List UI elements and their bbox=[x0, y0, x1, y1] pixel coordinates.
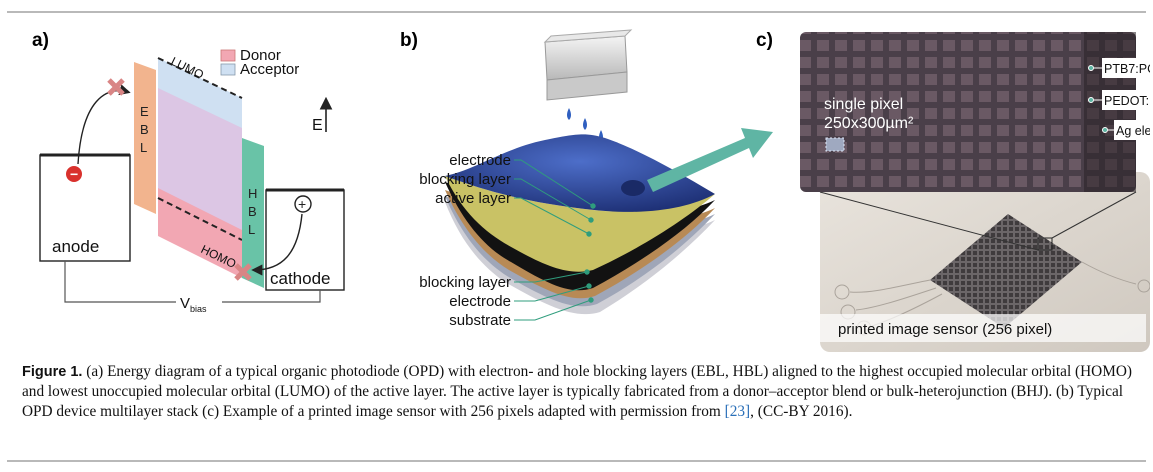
vbias-label-bg bbox=[176, 292, 222, 314]
anode-label: anode bbox=[52, 237, 99, 256]
zoom-line-left bbox=[819, 191, 1039, 251]
material-callout-lines bbox=[1088, 65, 1114, 133]
sensor-traces bbox=[834, 261, 1150, 336]
panel-c-label: c) bbox=[756, 30, 773, 51]
label-active-layer: active layer bbox=[435, 190, 511, 207]
electron-minus: − bbox=[70, 166, 78, 182]
inkjet-printhead bbox=[543, 29, 633, 101]
hbl-layer bbox=[242, 138, 264, 288]
donor-region bbox=[158, 188, 242, 278]
figure-frame bbox=[7, 11, 1146, 462]
ebl-layer bbox=[134, 62, 156, 214]
top-blocking-layer bbox=[445, 176, 715, 272]
printed-sensor-array bbox=[930, 214, 1082, 328]
material-ag-label: Ag electrode bbox=[1116, 124, 1150, 138]
dome-highlight bbox=[621, 180, 645, 196]
material-labels bbox=[1102, 58, 1150, 140]
ebl-letter-b: B bbox=[140, 122, 149, 137]
caption-text: (a) Energy diagram of a typical organic … bbox=[22, 363, 1132, 420]
hole-plus: + bbox=[298, 196, 306, 212]
zoom-source-box bbox=[1037, 237, 1053, 251]
legend-donor-swatch bbox=[220, 49, 236, 62]
panel-a-energy-diagram: Donor Acceptor LUMO HOMO E B L H B L E a… bbox=[39, 47, 345, 314]
ebl-block-cross bbox=[107, 78, 125, 96]
panel-c-image-sensor: single pixel 250x300µm² PTB7:PC70BM PEDO… bbox=[800, 32, 1150, 352]
caption-tail: , (CC-BY 2016). bbox=[750, 403, 853, 420]
caption-lead: Figure 1. bbox=[22, 364, 83, 380]
cathode-label: cathode bbox=[270, 269, 331, 288]
single-pixel-label: single pixel bbox=[824, 96, 903, 113]
vbias-label: Vbias bbox=[180, 295, 207, 314]
label-substrate: substrate bbox=[449, 312, 511, 329]
label-top-blocking: blocking layer bbox=[419, 171, 511, 188]
energy-label: E bbox=[312, 117, 323, 134]
electron-symbol bbox=[66, 166, 82, 182]
single-pixel-marker bbox=[825, 137, 845, 152]
panel-b-device-stack: electrode blocking layer active layer bl… bbox=[419, 29, 773, 329]
material-ptb7-label: PTB7:PC70BM bbox=[1104, 62, 1150, 78]
label-bottom-electrode: electrode bbox=[449, 293, 511, 310]
sensor-caption: printed image sensor (256 pixel) bbox=[838, 321, 1052, 338]
legend-donor-label: Donor bbox=[240, 47, 281, 64]
electrode-strip bbox=[1084, 32, 1136, 192]
ebl-letter-l: L bbox=[140, 140, 147, 155]
figure-caption: Figure 1. (a) Energy diagram of a typica… bbox=[22, 362, 1132, 422]
hbl-block-cross bbox=[234, 263, 252, 281]
legend-acceptor-swatch bbox=[220, 63, 236, 76]
lumo-line bbox=[157, 57, 243, 99]
electron-arrow bbox=[77, 84, 131, 165]
zoom-arrow bbox=[647, 128, 773, 192]
magnified-pixel-grid bbox=[800, 32, 1136, 192]
hbl-letter-b: B bbox=[248, 204, 257, 219]
caption-reference-link[interactable]: [23] bbox=[724, 403, 751, 420]
legend-acceptor-label: Acceptor bbox=[240, 61, 299, 78]
ebl-letter-e: E bbox=[140, 104, 149, 119]
label-top-electrode: electrode bbox=[449, 152, 511, 169]
panel-b-label: b) bbox=[400, 30, 418, 51]
homo-line bbox=[157, 197, 243, 241]
label-bottom-blocking: blocking layer bbox=[419, 274, 511, 291]
layer-leader-lines bbox=[514, 159, 596, 321]
material-pedot-label: PEDOT:PSS bbox=[1104, 94, 1150, 108]
hbl-letter-h: H bbox=[248, 186, 257, 201]
hole-symbol bbox=[294, 195, 312, 213]
zoom-line-right bbox=[1051, 191, 1137, 239]
single-pixel-size: 250x300µm² bbox=[824, 115, 914, 132]
hole-arrow bbox=[251, 213, 303, 276]
top-electrode-dome bbox=[445, 134, 715, 212]
sensor-caption-bg bbox=[820, 314, 1146, 342]
panel-a-label: a) bbox=[32, 30, 49, 51]
hbl-letter-l: L bbox=[248, 222, 255, 237]
